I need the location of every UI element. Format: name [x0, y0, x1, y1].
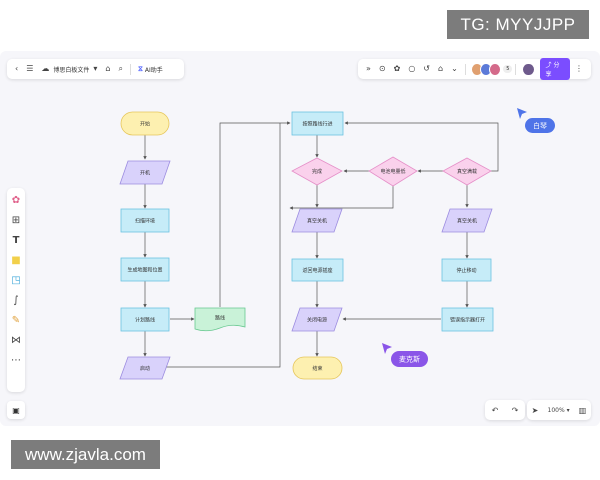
node-map[interactable] [120, 257, 170, 282]
watermark-bottom: www.zjavla.com [11, 440, 160, 469]
zoom-level-value: 100% [547, 406, 565, 414]
sticker-icon[interactable]: ✿ [393, 64, 401, 73]
node-power-off-label: 关闭电源 [307, 317, 327, 324]
whiteboard-app: 开始 开机 扫描环境 生成地图和位置 计划路线 路线 启动 按照路线行进 完成 … [0, 51, 600, 426]
redo-icon[interactable]: ↷ [511, 405, 519, 415]
node-vac-off-2[interactable] [441, 208, 493, 233]
bank-icon[interactable]: ⌂ [438, 64, 444, 73]
node-full[interactable] [442, 157, 492, 186]
file-title[interactable]: 博思白板文件 [53, 66, 90, 74]
more-icon[interactable]: ⋮ [574, 64, 583, 73]
node-vac-off-2-label: 真空关机 [457, 218, 477, 225]
toolbar-divider [129, 63, 131, 75]
search-icon[interactable]: ⌕ [118, 64, 123, 73]
undo-icon[interactable]: ↶ [491, 405, 499, 415]
mindmap-icon[interactable]: ⋈ [11, 335, 21, 346]
node-vac-off-1[interactable] [291, 208, 343, 233]
edge-move-clean [165, 123, 281, 368]
top-left-toolbar: ‹ ☰ ☁ 博思白板文件 ▾ ⌂ ⌕ ⧖ AI助手 [7, 59, 184, 79]
chevron-down-icon[interactable]: ▾ [93, 64, 98, 73]
comment-icon[interactable]: ○ [408, 64, 416, 73]
node-dock-label: 返回电源插座 [302, 267, 332, 274]
node-route-doc-label: 路线 [215, 315, 225, 322]
toolbar-divider [464, 63, 466, 75]
node-notify[interactable] [441, 307, 494, 332]
top-right-toolbar: » ⊙ ✿ ○ ↺ ⌂ ⌄ 5 ⤴ 分享 ⋮ [358, 58, 591, 80]
sticky-note-icon[interactable]: ■ [11, 255, 21, 266]
edge-battery-vacoff1 [289, 186, 394, 210]
node-dock[interactable] [291, 258, 344, 282]
flowchart-canvas[interactable]: 开始 开机 扫描环境 生成地图和位置 计划路线 路线 启动 按照路线行进 完成 … [0, 51, 600, 426]
node-start[interactable] [120, 111, 170, 136]
zoom-level[interactable]: 100% ▾ [548, 407, 570, 414]
node-power-on-label: 开机 [140, 170, 150, 177]
node-scan[interactable] [120, 208, 170, 233]
node-done-label: 完成 [312, 168, 322, 175]
node-clean-label: 按照路线行进 [302, 121, 332, 128]
edge-route-clean [219, 121, 291, 307]
ai-logo-icon: ⧖ [137, 64, 143, 73]
connector-icon[interactable]: ∫ [13, 295, 19, 306]
user-avatar[interactable] [522, 62, 535, 76]
node-end-label: 结束 [312, 365, 322, 372]
node-stop[interactable] [441, 258, 492, 282]
ai-assistant-button[interactable]: AI助手 [144, 66, 163, 74]
node-battery-label: 电池电量低 [380, 168, 405, 175]
node-move[interactable] [119, 356, 171, 380]
pen-icon[interactable]: ✎ [11, 315, 21, 326]
history-icon[interactable]: ↺ [423, 64, 430, 73]
node-start-label: 开始 [140, 121, 150, 128]
node-power-off[interactable] [291, 307, 343, 332]
shape-icon[interactable]: ◳ [11, 275, 21, 286]
undo-redo-bar: ↶ ↷ [485, 400, 525, 420]
more-icon[interactable]: ⋯ [11, 355, 21, 366]
chevron-left-icon[interactable]: ‹ [15, 64, 19, 73]
toolbar-divider [515, 63, 517, 75]
share-button[interactable]: ⤴ 分享 [539, 58, 570, 80]
cursor-arrow-icon [382, 343, 392, 354]
frame-icon[interactable]: ⊞ [11, 215, 21, 226]
node-end[interactable] [292, 356, 343, 380]
expand-icon[interactable]: » [366, 64, 371, 73]
edge-full-clean [344, 121, 499, 172]
node-vac-off-1-label: 真空关机 [307, 218, 327, 225]
cursor-arrow-icon [517, 108, 527, 119]
cloud-icon: ☁ [41, 64, 50, 73]
hamburger-icon[interactable]: ☰ [26, 64, 34, 73]
collaborator-count: 5 [503, 65, 513, 73]
node-scan-label: 扫描环境 [135, 218, 155, 225]
map-icon[interactable]: ▥ [578, 405, 587, 415]
node-full-label: 真空满载 [457, 168, 477, 175]
cursor-tag-bai [525, 118, 555, 133]
share-icon: ⤴ [545, 62, 552, 69]
cursor-tag-mai [391, 351, 428, 367]
node-stop-label: 停止移动 [456, 267, 476, 274]
watermark-top: TG: MYYJJPP [447, 10, 589, 39]
node-route-doc[interactable] [194, 307, 246, 332]
node-notify-label: 错误指示器打开 [450, 317, 485, 324]
chevron-down-icon: ▾ [566, 406, 570, 414]
minimap-icon[interactable]: ▣ [7, 401, 25, 419]
node-clean[interactable] [291, 111, 344, 136]
cursor-tag-mai-label: 麦克斯 [399, 355, 420, 364]
tag-icon[interactable]: ⌂ [105, 64, 111, 73]
zoom-bar: ➤ 100% ▾ ▥ [527, 400, 591, 420]
node-map-label: 生成地图和位置 [127, 267, 162, 274]
node-move-label: 启动 [140, 365, 150, 372]
avatar[interactable] [489, 62, 502, 76]
cursor-tag-bai-label: 白琴 [533, 121, 547, 130]
node-plan[interactable] [120, 307, 170, 332]
node-battery[interactable] [368, 156, 418, 187]
play-icon[interactable]: ⊙ [378, 64, 386, 73]
connector-lines [143, 121, 499, 368]
chevron-down-icon[interactable]: ⌄ [451, 64, 458, 73]
pointer-icon[interactable]: ➤ [531, 405, 539, 415]
node-power-on[interactable] [119, 160, 171, 185]
text-icon[interactable]: T [12, 235, 20, 246]
palette-icon[interactable]: ✿ [11, 195, 21, 206]
share-button-label: 分享 [545, 62, 560, 78]
node-done[interactable] [291, 157, 343, 186]
left-tool-palette: ✿ ⊞ T ■ ◳ ∫ ✎ ⋈ ⋯ [7, 188, 25, 392]
node-plan-label: 计划路线 [135, 317, 155, 324]
